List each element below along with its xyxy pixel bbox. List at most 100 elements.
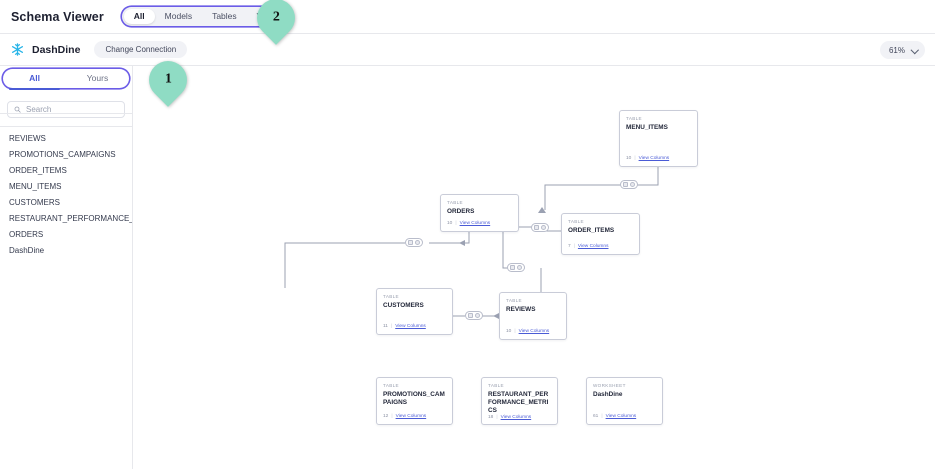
column-count: 10 bbox=[506, 329, 512, 334]
relationship-key-icon bbox=[534, 225, 539, 230]
column-count: 11 bbox=[383, 324, 388, 329]
sidebar-item-order-items[interactable]: ORDER_ITEMS bbox=[9, 166, 67, 175]
node-kind-label: WORKSHEET bbox=[593, 383, 626, 388]
callout-number: 1 bbox=[164, 72, 172, 87]
node-name: MENU_ITEMS bbox=[626, 124, 668, 131]
relationship-link-icon bbox=[630, 182, 635, 187]
node-footer: 12 | View Columns bbox=[383, 414, 446, 419]
footer-separator: | bbox=[496, 415, 498, 420]
node-kind-label: TABLE bbox=[447, 200, 463, 205]
tab-models[interactable]: Models bbox=[164, 11, 193, 21]
sidebar-item-promotions-campaigns[interactable]: PROMOTIONS_CAMPAIGNS bbox=[9, 150, 116, 159]
node-kind-label: TABLE bbox=[626, 116, 642, 121]
node-name: CUSTOMERS bbox=[383, 302, 424, 309]
connection-name: DashDine bbox=[32, 43, 81, 56]
table-node-orders[interactable]: TABLE ORDERS 10 | View Columns bbox=[440, 194, 519, 232]
relationship-badge[interactable] bbox=[405, 238, 423, 247]
node-footer: 10 | View Columns bbox=[447, 221, 512, 226]
node-name: REVIEWS bbox=[506, 306, 536, 313]
sidebar-item-customers[interactable]: CUSTOMERS bbox=[9, 198, 60, 207]
node-footer: 11 | View Columns bbox=[383, 324, 446, 329]
column-count: 10 bbox=[626, 156, 632, 161]
relationship-link-icon bbox=[415, 240, 420, 245]
column-count: 18 bbox=[488, 415, 494, 420]
node-kind-label: TABLE bbox=[568, 219, 584, 224]
sidebar-object-list: REVIEWS PROMOTIONS_CAMPAIGNS ORDER_ITEMS… bbox=[0, 127, 132, 259]
node-name: DashDine bbox=[593, 391, 623, 398]
column-count: 7 bbox=[568, 244, 571, 249]
node-name: ORDERS bbox=[447, 208, 475, 215]
schema-diagram-canvas[interactable]: TABLE MENU_ITEMS 10 | View Columns TABLE… bbox=[133, 66, 935, 469]
column-count: 12 bbox=[383, 414, 389, 419]
page-title: Schema Viewer bbox=[11, 9, 104, 24]
zoom-level-value: 61% bbox=[888, 45, 905, 55]
sidebar-item-menu-items[interactable]: MENU_ITEMS bbox=[9, 182, 62, 191]
node-kind-label: TABLE bbox=[383, 294, 399, 299]
table-node-menu-items[interactable]: TABLE MENU_ITEMS 10 | View Columns bbox=[619, 110, 698, 167]
table-node-reviews[interactable]: TABLE REVIEWS 10 | View Columns bbox=[499, 292, 567, 340]
node-footer: 10 | View Columns bbox=[626, 156, 691, 161]
sidebar-item-reviews[interactable]: REVIEWS bbox=[9, 134, 46, 143]
relationship-key-icon bbox=[468, 313, 473, 318]
sidebar-tab-yours[interactable]: Yours bbox=[86, 73, 109, 83]
footer-separator: | bbox=[390, 324, 393, 329]
sidebar-tabs-divider bbox=[0, 113, 132, 114]
node-footer: 61 | View Columns bbox=[593, 414, 656, 419]
sidebar: All Yours Search REVIEWS PROMOTIONS_CAMP… bbox=[0, 66, 133, 469]
relationship-badge[interactable] bbox=[465, 311, 483, 320]
tab-tables[interactable]: Tables bbox=[212, 11, 237, 21]
node-footer: 10 | View Columns bbox=[506, 329, 560, 334]
search-input[interactable]: Search bbox=[7, 101, 125, 118]
relationship-key-icon bbox=[623, 182, 628, 187]
relationship-link-icon bbox=[541, 225, 546, 230]
footer-separator: | bbox=[455, 221, 457, 226]
connection-bar: DashDine Change Connection 61% bbox=[0, 34, 935, 66]
node-name: PROMOTIONS_CAMPAIGNS bbox=[383, 391, 445, 406]
node-name: RESTAURANT_PERFORMANCE_METRICS bbox=[488, 391, 549, 414]
view-columns-link[interactable]: View Columns bbox=[605, 414, 637, 419]
table-node-order-items[interactable]: TABLE ORDER_ITEMS 7 | View Columns bbox=[561, 213, 640, 255]
sidebar-tab-all[interactable]: All bbox=[3, 69, 66, 90]
view-columns-link[interactable]: View Columns bbox=[518, 329, 550, 334]
view-columns-link[interactable]: View Columns bbox=[395, 324, 426, 329]
zoom-control[interactable]: 61% bbox=[879, 41, 925, 59]
table-node-promotions-campaigns[interactable]: TABLE PROMOTIONS_CAMPAIGNS 12 | View Col… bbox=[376, 377, 453, 425]
relationship-badge[interactable] bbox=[620, 180, 638, 189]
relationship-badge[interactable] bbox=[531, 223, 549, 232]
table-node-restaurant-performance-metrics[interactable]: TABLE RESTAURANT_PERFORMANCE_METRICS 18 … bbox=[481, 377, 558, 425]
sidebar-item-orders[interactable]: ORDERS bbox=[9, 230, 44, 239]
view-columns-link[interactable]: View Columns bbox=[577, 244, 609, 249]
relationship-key-icon bbox=[510, 265, 515, 270]
callout-number: 2 bbox=[272, 10, 280, 25]
view-columns-link[interactable]: View Columns bbox=[395, 414, 427, 419]
top-bar: Schema Viewer All Models Tables Views bbox=[0, 0, 935, 34]
table-node-customers[interactable]: TABLE CUSTOMERS 11 | View Columns bbox=[376, 288, 453, 335]
search-icon bbox=[14, 106, 21, 113]
sidebar-search-row: Search bbox=[7, 101, 125, 118]
footer-separator: | bbox=[634, 156, 636, 161]
node-footer: 7 | View Columns bbox=[568, 244, 633, 249]
relationship-link-icon bbox=[475, 313, 480, 318]
sidebar-item-restaurant-performance-metrics[interactable]: RESTAURANT_PERFORMANCE_METRI bbox=[9, 214, 132, 223]
relationship-link-icon bbox=[517, 265, 522, 270]
node-name: ORDER_ITEMS bbox=[568, 227, 615, 234]
change-connection-button[interactable]: Change Connection bbox=[94, 41, 188, 58]
view-columns-link[interactable]: View Columns bbox=[459, 221, 491, 226]
relationship-badge[interactable] bbox=[507, 263, 525, 272]
node-footer: 18 | View Columns bbox=[488, 415, 551, 420]
node-kind-label: TABLE bbox=[383, 383, 399, 388]
sidebar-divider bbox=[0, 126, 132, 127]
worksheet-node-dashdine[interactable]: WORKSHEET DashDine 61 | View Columns bbox=[586, 377, 663, 425]
sidebar-item-dashdine[interactable]: DashDine bbox=[9, 246, 45, 255]
footer-separator: | bbox=[573, 244, 575, 249]
column-count: 61 bbox=[593, 414, 599, 419]
view-columns-link[interactable]: View Columns bbox=[638, 156, 670, 161]
column-count: 10 bbox=[447, 221, 453, 226]
tab-all[interactable]: All bbox=[123, 9, 155, 24]
node-kind-label: TABLE bbox=[488, 383, 504, 388]
search-placeholder: Search bbox=[26, 105, 52, 114]
view-columns-link[interactable]: View Columns bbox=[500, 415, 532, 420]
relationship-key-icon bbox=[408, 240, 413, 245]
footer-separator: | bbox=[391, 414, 393, 419]
